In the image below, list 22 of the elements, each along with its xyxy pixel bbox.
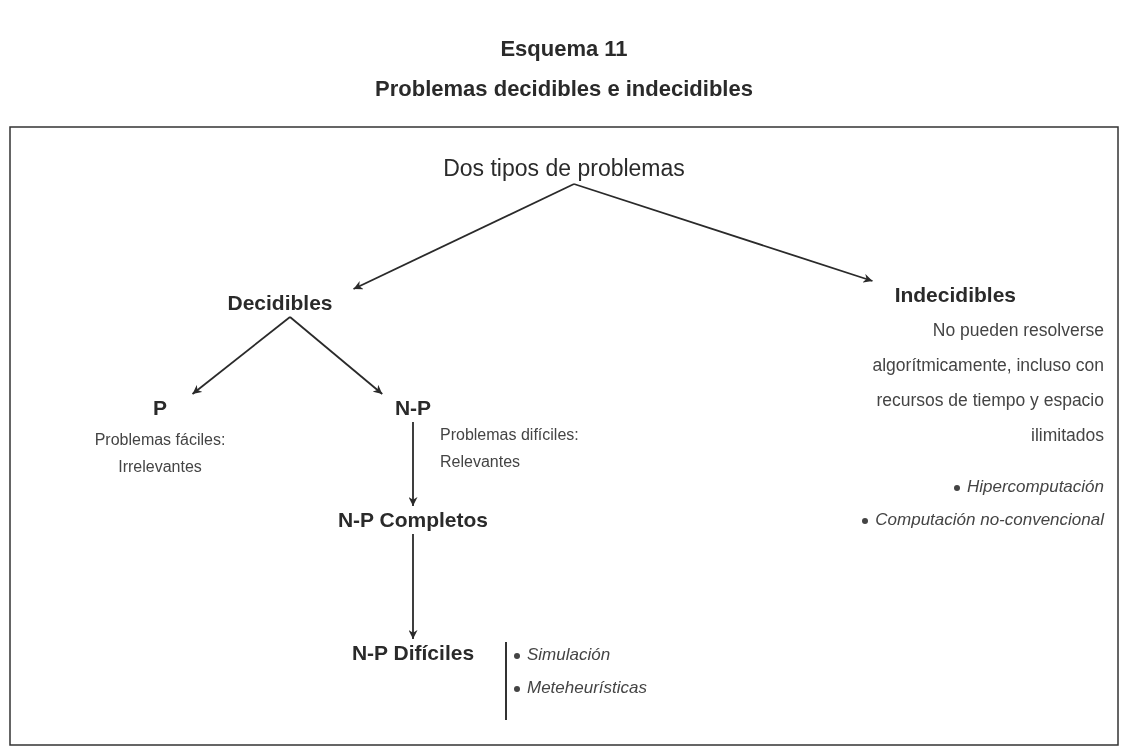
node-heading: Decidibles [226, 291, 334, 315]
description-text: Problemas difíciles: Relevantes [440, 426, 579, 470]
arrow [352, 183, 575, 290]
node-heading: P [152, 396, 168, 420]
arrow [191, 316, 291, 395]
node-description: Problemas fáciles: Irrelevantes [93, 430, 227, 477]
subtitle: Problemas decidibles e indecidibles [374, 76, 754, 102]
list-item-text: Meteheurísticas [527, 678, 647, 697]
arrow [289, 316, 384, 395]
node-heading: N-P Difíciles [350, 641, 476, 665]
arrow [573, 183, 874, 283]
node-heading: N-P [393, 396, 433, 420]
node-description: No pueden resolverse algorítmicamente, incluso con recursos de tiempo y espacio ilimitados [871, 319, 1104, 447]
node-heading: N-P Completos [336, 508, 490, 532]
node-heading: Dos tipos de problemas [442, 155, 686, 182]
diagram-title: Esquema 11 [499, 36, 629, 62]
arrow [408, 533, 418, 640]
list-item-text: Hipercomputación [967, 477, 1104, 496]
arrow [408, 421, 418, 507]
list-item-text: Computación no-convencional [875, 510, 1104, 529]
list-item-text: Simulación [527, 645, 611, 664]
node-heading: Indecidibles [893, 283, 1017, 307]
